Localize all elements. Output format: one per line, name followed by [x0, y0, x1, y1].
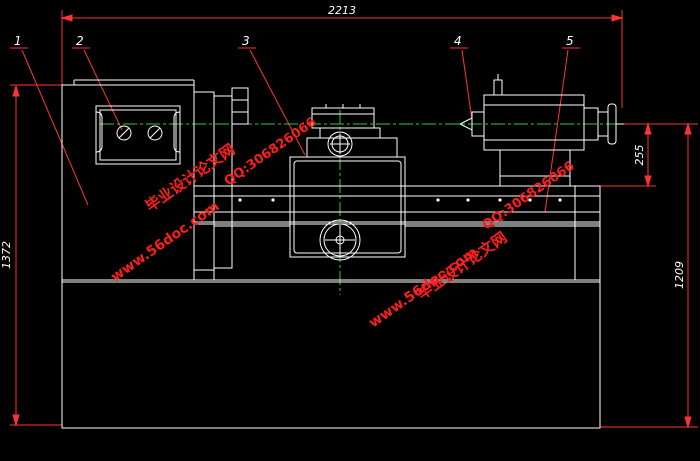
- base-cabinet: [61, 279, 601, 429]
- dimension-lines: [10, 10, 698, 429]
- tailstock: [483, 94, 585, 151]
- control-panel: [95, 105, 181, 165]
- callout-3: 3: [242, 34, 250, 48]
- apron-handwheel: [319, 219, 361, 261]
- dim-overall-height: 1372: [0, 241, 13, 269]
- dim-overall-length: 2213: [328, 4, 356, 17]
- dial-right: [147, 125, 163, 141]
- watermark-site-name: 毕业设计论文网: [414, 228, 510, 303]
- watermark-group-right: QQ:306826066 www.56doc.com 毕业设计论文网: [366, 159, 577, 332]
- dim-center-offset: 255: [633, 145, 646, 166]
- dial-left: [116, 125, 132, 141]
- machine-outline: [61, 74, 624, 429]
- callout-1: 1: [14, 34, 22, 48]
- callout-5: 5: [566, 34, 574, 48]
- cross-slide-handwheel: [327, 131, 353, 157]
- apron: [289, 156, 406, 258]
- watermark-contact: QQ:306826066: [222, 115, 320, 190]
- tool-post: [311, 107, 375, 129]
- watermark-site-url: www.56doc.com: [108, 198, 222, 285]
- callout-2: 2: [76, 34, 84, 48]
- bed-holes: [238, 198, 562, 202]
- callout-4: 4: [454, 34, 462, 48]
- dim-bed-height: 1209: [673, 261, 686, 289]
